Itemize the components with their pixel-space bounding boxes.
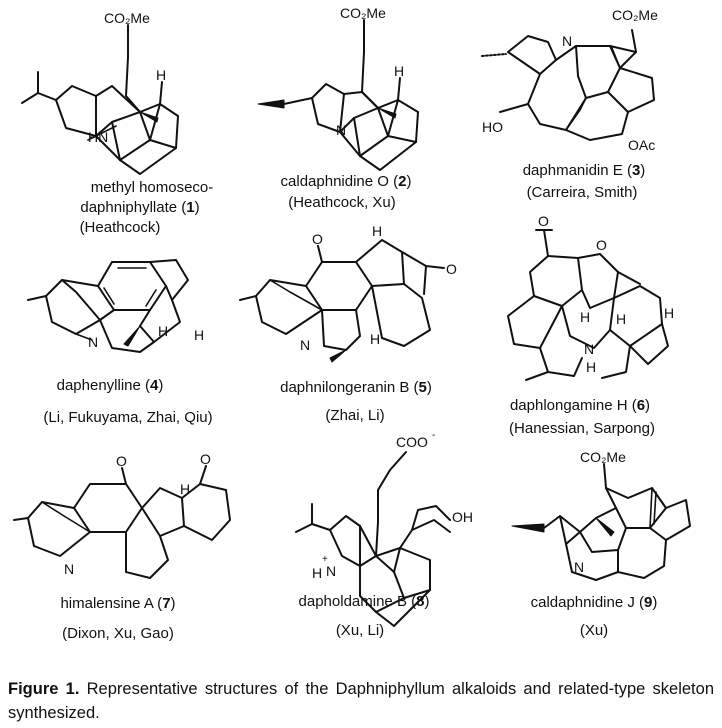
compound-9-number: 9 (644, 594, 652, 611)
structure-1: CO₂Me H HN (21, 10, 179, 175)
h-label-3: H (664, 305, 674, 321)
compound-3-number: 3 (632, 162, 640, 179)
alkaloid-structures-figure: CO₂Me H HN methyl homoseco- daphniphylla… (13, 5, 691, 642)
h-label: H (394, 63, 404, 79)
compound-6-number: 6 (637, 397, 645, 414)
ho-label: HO (482, 119, 503, 135)
compound-1-number: 1 (186, 199, 194, 216)
compound-9-name: caldaphnidine J (9) (531, 594, 658, 611)
compound-4-credit: (Li, Fukuyama, Zhai, Qiu) (43, 409, 212, 426)
compound-5-name: daphnilongeranin B (5) (280, 379, 432, 396)
h-label: H (312, 565, 322, 581)
n-label: N (584, 341, 594, 357)
compound-1-name-line2: daphniphyllate (1) (80, 199, 199, 216)
compound-4-number: 4 (150, 377, 159, 394)
oh-label: OH (452, 509, 473, 525)
n-label: N (64, 561, 74, 577)
compound-3-credit: (Carreira, Smith) (527, 184, 638, 201)
minus-label: - (432, 430, 435, 441)
o-label-2: O (200, 451, 211, 467)
structure-8: COO - OH H N + (295, 430, 473, 627)
compound-6-name: daphlongamine H (6) (510, 397, 650, 414)
caption-text: Representative structures of the Daphnip… (8, 680, 714, 722)
structure-6: O O N H H H H (507, 213, 674, 381)
plus-label: + (322, 554, 328, 565)
structure-5: O O N H H (239, 223, 457, 363)
h-label-2: H (370, 331, 380, 347)
structure-9: CO₂Me N (511, 449, 691, 581)
h-label: H (180, 481, 190, 497)
ester-label: CO₂Me (580, 449, 626, 465)
h-label-1: H (580, 309, 590, 325)
h-label-2: H (616, 311, 626, 327)
o-label-1: O (116, 453, 127, 469)
hn-label: HN (88, 129, 108, 145)
coo-label: COO (396, 434, 428, 450)
structure-4: N H H (27, 259, 204, 353)
ester-label: CO₂Me (104, 10, 150, 26)
compound-9-credit: (Xu) (580, 622, 608, 639)
o-label-1: O (312, 231, 323, 247)
compound-8-name: dapholdamine B (8) (299, 593, 430, 610)
compound-7-credit: (Dixon, Xu, Gao) (62, 625, 174, 642)
structure-7: O O H N (13, 451, 231, 579)
compound-4-name: daphenylline (4) (57, 377, 164, 394)
h-label-1: H (372, 223, 382, 239)
compound-5-number: 5 (419, 379, 427, 396)
h-label-2: H (194, 327, 204, 343)
compound-5-credit: (Zhai, Li) (325, 407, 384, 424)
ester-label: CO₂Me (340, 5, 386, 21)
oac-label: OAc (628, 137, 655, 153)
h-label-1: H (158, 323, 168, 339)
ester-label: CO₂Me (612, 7, 658, 23)
compound-1-credit: (Heathcock) (80, 219, 161, 236)
n-label: N (336, 122, 346, 138)
caption-label: Figure 1. (8, 680, 80, 698)
compound-6-credit: (Hanessian, Sarpong) (509, 420, 655, 437)
figure-caption: Figure 1. Representative structures of t… (8, 677, 714, 725)
compound-2-name: caldaphnidine O (2) (281, 173, 412, 190)
o-label-2: O (596, 237, 607, 253)
n-label: N (562, 33, 572, 49)
compound-8-credit: (Xu, Li) (336, 622, 384, 639)
structure-2: CO₂Me H N (257, 5, 419, 171)
compound-8-number: 8 (416, 593, 424, 610)
compound-7-name: himalensine A (7) (60, 595, 175, 612)
o-label-1: O (538, 213, 549, 229)
compound-2-number: 2 (398, 173, 406, 190)
compound-2-credit: (Heathcock, Xu) (288, 194, 396, 211)
h-label: H (156, 67, 166, 83)
structure-3: CO₂Me N HO OAc (481, 7, 658, 153)
compound-3-name: daphmanidin E (3) (523, 162, 646, 179)
n-label: N (300, 337, 310, 353)
h-label-4: H (586, 359, 596, 375)
n-label: N (326, 563, 336, 579)
compound-1-name-line1: methyl homoseco- (91, 179, 214, 196)
n-label: N (574, 559, 584, 575)
o-label-2: O (446, 261, 457, 277)
compound-7-number: 7 (162, 595, 170, 612)
n-label: N (88, 334, 98, 350)
